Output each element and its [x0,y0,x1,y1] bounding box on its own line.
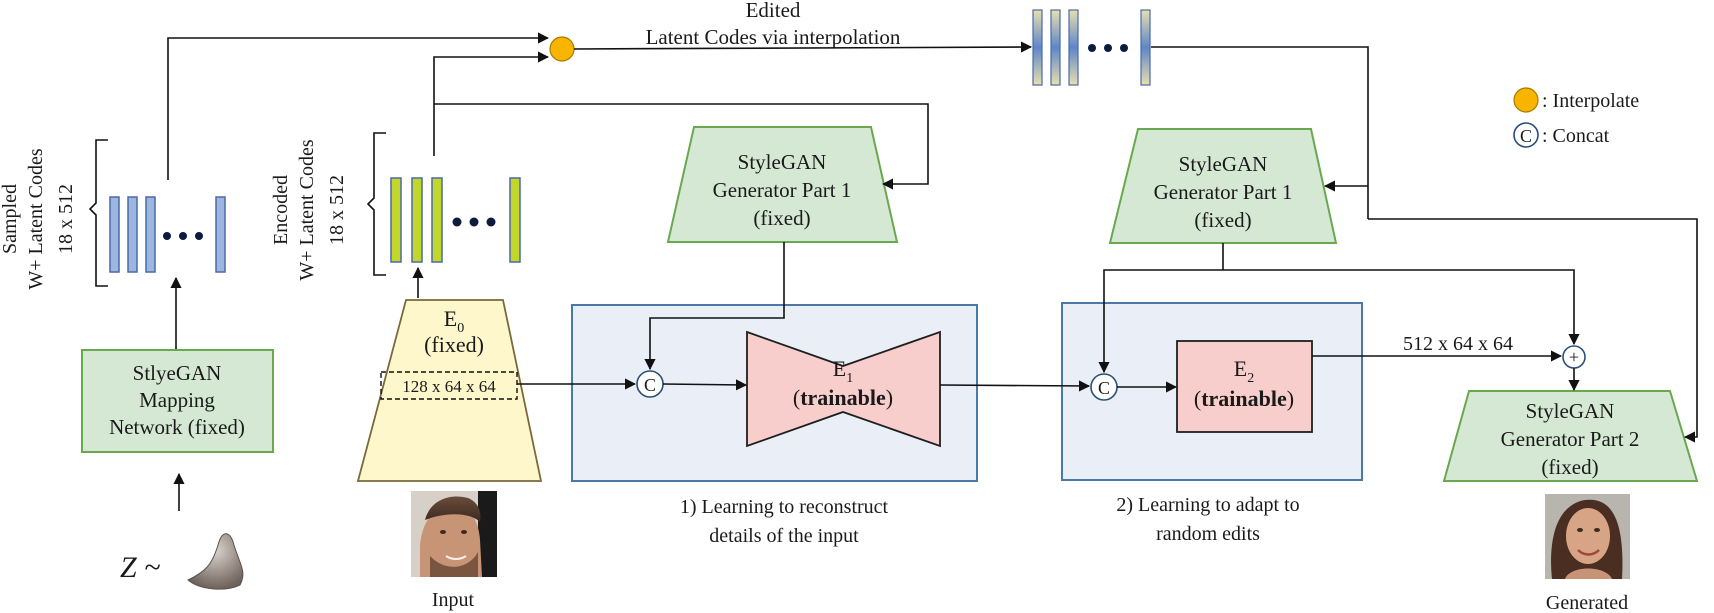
sampled-label-line2: W+ Latent Codes [25,148,47,289]
e0-name: E0 [444,306,464,336]
stage2-caption-line2: random edits [1156,523,1260,545]
legend-interpolate-icon [1513,87,1539,113]
line-edited-branch [1151,46,1369,219]
legend-concat-icon [1513,122,1539,148]
sampled-bar [145,196,156,273]
generator-part1-a [666,126,899,243]
e1-encoder-box [746,330,941,448]
input-label: Input [432,589,475,611]
edited-bar [1068,9,1079,86]
e2-name: E2 [1234,356,1254,386]
encoded-brace [366,132,386,276]
arrow-edited-to-generator2 [1368,218,1698,443]
gen1a-line3: (fixed) [753,206,810,230]
gen1b-line3: (fixed) [1194,208,1251,232]
sampled-bar [109,196,120,273]
gen2-line1: StyleGAN [1526,399,1615,423]
arrow-generator1a-to-concat1 [644,242,785,371]
mapping-line2: Mapping [139,388,215,412]
e0-encoder-box [356,299,543,482]
gaussian-icon [187,533,244,590]
encoded-label-line3: 18 x 512 [326,175,348,245]
generator-part2 [1442,390,1699,482]
arrow-concat1-to-e1 [662,379,748,391]
encoded-bar [509,177,521,263]
e2-encoder-box [1176,340,1313,433]
sampled-label-line1: Sampled [0,184,21,254]
ellipsis-dot [1104,44,1112,52]
sampled-latent-codes: Sampled W+ Latent Codes 18 x 512 [0,139,226,290]
edited-latent-codes [1032,9,1151,86]
encoded-bar [431,177,443,263]
ellipsis-dot [1088,44,1096,52]
stage2-caption-line1: 2) Learning to adapt to [1116,494,1299,516]
arrow-interpolate-to-edited [573,41,1033,53]
gen1a-line2: Generator Part 1 [713,178,852,202]
gen2-line3: (fixed) [1541,455,1598,479]
e2-output-dims: 512 x 64 x 64 [1403,333,1513,355]
edited-bar [1050,9,1061,86]
z-distribution-label: Z ~ [120,551,160,584]
mapping-line1: StlyeGAN [133,361,222,385]
concat-node-1-label: C [644,375,656,395]
gen1b-line2: Generator Part 1 [1154,180,1293,204]
arrow-encoded-to-generator1 [434,103,929,190]
stage1-caption-line1: 1) Learning to reconstruct [680,496,889,518]
e1-status: (trainable) [793,385,893,410]
e1-name: E1 [833,356,853,386]
edited-title: Edited [746,0,801,22]
ellipsis-dot [486,217,496,227]
ellipsis-dot [452,217,462,227]
sampled-label-line3: 18 x 512 [55,184,77,254]
encoded-bar [390,177,402,263]
interpolate-node [549,36,575,62]
stage1-caption-line2: details of the input [709,525,859,547]
arrow-generator1b-to-add [1223,269,1580,346]
gen2-line2: Generator Part 2 [1501,427,1640,451]
ellipsis-dot [179,232,187,240]
e2-status: (trainable) [1194,386,1294,411]
encoded-label-line1: Encoded [270,175,292,245]
concat-node-2-label: C [1098,378,1110,398]
gen1b-line1: StyleGAN [1179,152,1268,176]
generated-label: Generated [1546,592,1628,613]
encoded-latent-codes: Encoded W+ Latent Codes 18 x 512 [270,132,521,281]
encoded-bar [411,177,423,263]
arrow-encoded-to-interpolate [433,51,550,156]
add-node-label: + [1569,347,1579,367]
encoded-label-line2: W+ Latent Codes [296,139,318,280]
generated-face-image [1545,494,1630,579]
sampled-bar [215,196,226,273]
mapping-network-box [81,349,274,453]
legend-concat-symbol: C [1520,126,1532,146]
input-face-image [411,491,497,577]
ellipsis-dot [1120,44,1128,52]
arrow-generator1b-to-concat2 [1098,269,1223,374]
mapping-line3: Network (fixed) [109,415,245,439]
gen1a-line1: StyleGAN [738,150,827,174]
arrow-e1-to-concat2 [939,380,1091,392]
edited-bar [1032,9,1043,86]
e0-feature-box [380,371,518,400]
legend-concat-label: : Concat [1542,125,1610,147]
arrow-sampled-to-interpolate [167,32,550,180]
generator-part1-b [1108,128,1338,244]
e0-status: (fixed) [424,332,484,357]
edited-subtitle: Latent Codes via interpolation [646,25,901,49]
e0-feature-dims: 128 x 64 x 64 [402,377,496,396]
sampled-brace [88,139,108,287]
edited-bar [1140,9,1151,86]
ellipsis-dot [163,232,171,240]
ellipsis-dot [469,217,479,227]
ellipsis-dot [195,232,203,240]
sampled-bar [127,196,138,273]
legend-interpolate-label: : Interpolate [1542,90,1639,112]
